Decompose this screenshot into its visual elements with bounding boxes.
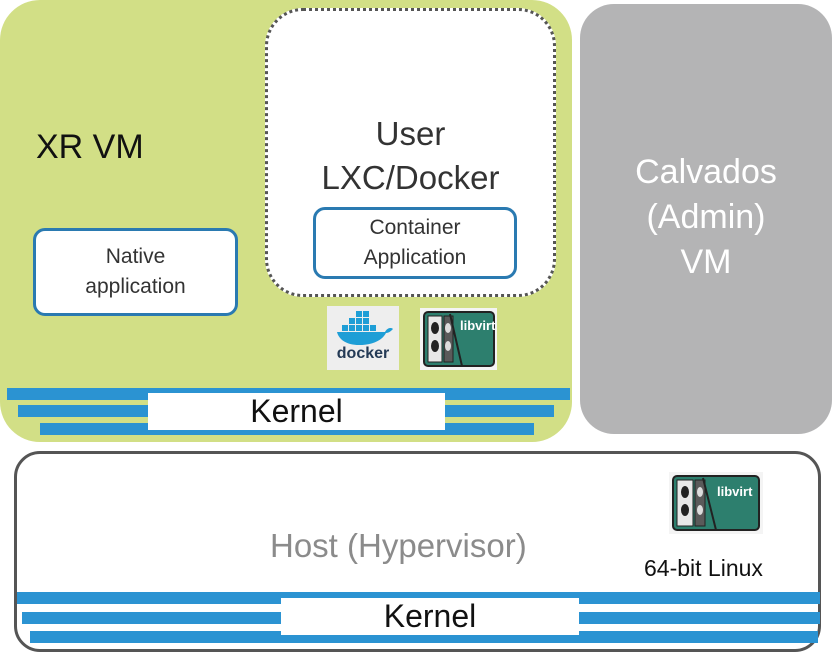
container-application-box: Container Application [313,207,517,279]
user-container-label: User LXC/Docker [265,112,556,200]
calvados-vm-panel [580,4,832,434]
native-app-line1: Native [105,245,166,268]
xr-vm-label: XR VM [36,128,144,166]
kernel-stripe [30,631,818,643]
calvados-line3: VM [680,243,732,281]
user-container-line2: LXC/Docker [321,159,500,196]
calvados-line2: (Admin) [646,198,766,236]
container-app-line1: Container [369,216,461,239]
native-application-box: Native application [33,228,238,316]
docker-icon: docker [327,306,399,370]
libvirt-wordmark: libvirt [460,318,496,333]
libvirt-icon: libvirt [420,308,497,370]
docker-wordmark: docker [336,345,390,362]
host-label: Host (Hypervisor) [270,527,527,564]
user-container-line1: User [375,115,446,152]
calvados-vm-label: Calvados (Admin) VM [580,150,832,285]
container-app-line2: Application [363,246,467,269]
calvados-line1: Calvados [635,153,777,191]
host-kernel-label: Kernel [281,598,579,635]
linux-label: 64-bit Linux [644,555,763,581]
libvirt-icon: libvirt [669,472,763,534]
xr-kernel-label: Kernel [148,393,445,430]
native-app-line2: application [85,275,186,298]
libvirt-wordmark: libvirt [717,484,753,499]
